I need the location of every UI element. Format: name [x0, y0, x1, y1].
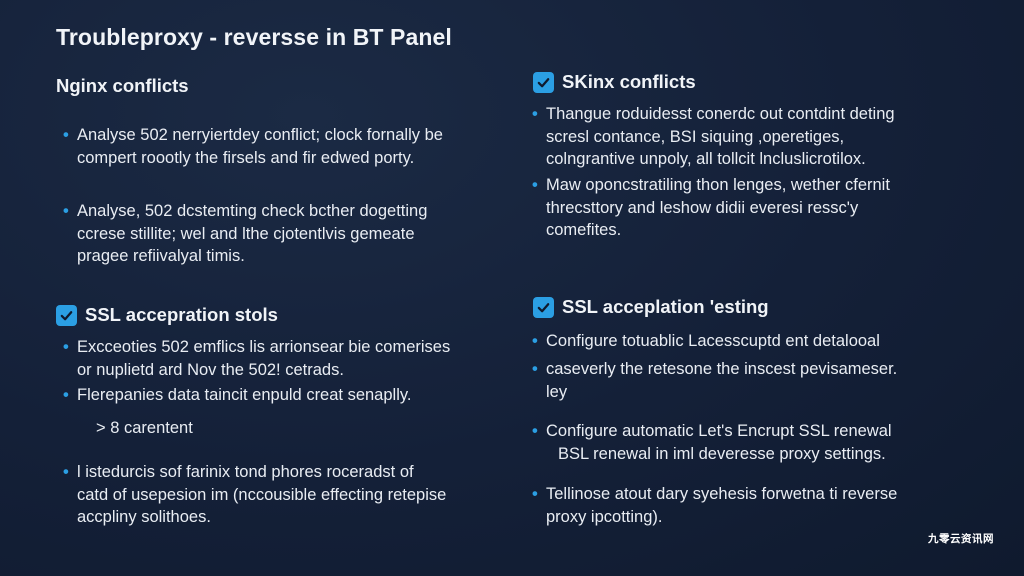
bullet-dot-icon: •: [532, 360, 538, 378]
bullet-dot-icon: •: [63, 463, 69, 481]
slide-title: Troubleproxy - reversse in BT Panel: [56, 24, 452, 50]
list-item: • Analyse, 502 dcstemting check bcther d…: [63, 200, 428, 268]
list-item: • Thangue roduidesst conerdc out contdin…: [532, 103, 895, 171]
bullet-text: accpliny solithoes.: [77, 508, 211, 526]
bullet-text: Tellinose atout dary syehesis forwetna t…: [546, 485, 898, 503]
left-heading-ssl-label: SSL accepration stols: [85, 304, 278, 325]
bullet-dot-icon: •: [532, 422, 538, 440]
list-item: • Analyse 502 nerryiertdey conflict; clo…: [63, 124, 443, 169]
list-item: • Excceoties 502 emflics lis arrionsear …: [63, 336, 451, 381]
bullet-text: Thangue roduidesst conerdc out contdint …: [546, 105, 895, 123]
left-heading-ssl: SSL accepration stols: [56, 304, 278, 326]
list-item: • Tellinose atout dary syehesis forwetna…: [532, 483, 898, 528]
checkbox-checked-icon: [533, 296, 554, 318]
right-heading-ssl-label: SSL acceplation 'esting: [562, 296, 769, 317]
list-item: • Configure automatic Let's Encrupt SSL …: [532, 420, 892, 465]
bullet-text: Analyse, 502 dcstemting check bcther dog…: [77, 202, 428, 220]
bullet-text: BSL renewal in iml deveresse proxy setti…: [558, 444, 886, 463]
left-heading-nginx-label: Nginx conflicts: [56, 75, 189, 96]
bullet-text: pragee refiivalyal timis.: [77, 247, 245, 265]
checkbox-checked-icon: [533, 71, 554, 93]
bullet-dot-icon: •: [532, 485, 538, 503]
bullet-text: Configure totuablic Lacesscuptd ent deta…: [546, 332, 880, 350]
bullet-dot-icon: •: [63, 338, 69, 356]
bullet-text: ley: [546, 382, 568, 401]
list-item: • Configure totuablic Lacesscuptd ent de…: [532, 330, 880, 353]
bullet-text: comefites.: [546, 221, 622, 239]
bullet-text: l istedurcis sof farinix tond phores roc…: [77, 463, 414, 481]
bullet-dot-icon: •: [532, 332, 538, 350]
right-heading-ssl: SSL acceplation 'esting: [533, 296, 769, 318]
bullet-text: caseverly the retesone the inscest pevis…: [546, 360, 898, 378]
sub-list-item: > 8 carentent: [96, 417, 193, 440]
bullet-dot-icon: •: [532, 176, 538, 194]
right-heading-skinx: SKinx conflicts: [533, 71, 696, 93]
bullet-text: Flerepanies data taincit enpuld creat se…: [77, 386, 412, 404]
bullet-text: scresl contance, BSI siquing ,operetiges…: [546, 127, 845, 146]
list-item: • caseverly the retesone the inscest pev…: [532, 358, 898, 403]
right-heading-skinx-label: SKinx conflicts: [562, 71, 696, 92]
left-heading-nginx: Nginx conflicts: [56, 75, 189, 97]
bullet-text: compert roootly the firsels and fir edwe…: [77, 148, 415, 167]
bullet-text: colngrantive unpoly, all tollcit lnclusl…: [546, 150, 866, 168]
bullet-text: Analyse 502 nerryiertdey conflict; clock…: [77, 126, 443, 144]
bullet-text: Maw oponcstratiling thon lenges, wether …: [546, 176, 890, 194]
bullet-dot-icon: •: [63, 202, 69, 220]
bullet-dot-icon: •: [63, 126, 69, 144]
bullet-text: Configure automatic Let's Encrupt SSL re…: [546, 422, 892, 440]
bullet-text: threcsttory and leshow didii everesi res…: [546, 198, 859, 217]
bullet-text: proxy ipcotting).: [546, 507, 663, 526]
bullet-text: catd of usepesion im (nccousible effecti…: [77, 485, 447, 504]
bullet-dot-icon: •: [63, 386, 69, 404]
sub-item-text: > 8 carentent: [96, 419, 193, 437]
checkbox-checked-icon: [56, 304, 77, 326]
bullet-text: ccrese stillite; wel and lthe cjotentlvi…: [77, 224, 415, 243]
watermark: 九零云资讯网: [928, 533, 994, 545]
list-item: • l istedurcis sof farinix tond phores r…: [63, 461, 447, 529]
bullet-dot-icon: •: [532, 105, 538, 123]
list-item: • Flerepanies data taincit enpuld creat …: [63, 384, 412, 407]
list-item: • Maw oponcstratiling thon lenges, wethe…: [532, 174, 890, 242]
bullet-text: or nuplietd ard Nov the 502! cetrads.: [77, 360, 344, 379]
bullet-text: Excceoties 502 emflics lis arrionsear bi…: [77, 338, 451, 356]
